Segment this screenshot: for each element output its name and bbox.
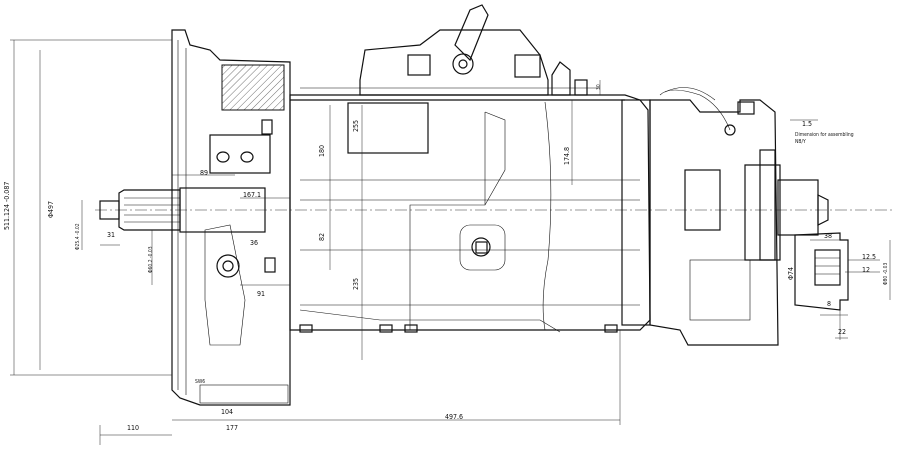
dim-82: 82 bbox=[318, 233, 326, 241]
dim-22: 22 bbox=[838, 328, 846, 336]
dim-235: 235 bbox=[352, 278, 360, 290]
dim-104: 104 bbox=[221, 408, 233, 416]
dim-8: 8 bbox=[827, 300, 831, 308]
rear-housing bbox=[649, 87, 781, 346]
dim-36: 36 bbox=[250, 239, 258, 247]
dim-30: 30 bbox=[596, 84, 602, 90]
dim-shaft-diameter: Φ25.4 -0.02 bbox=[75, 223, 81, 250]
dim-38: 38 bbox=[824, 232, 832, 240]
dim-1-5: 1.5 bbox=[802, 120, 812, 128]
dim-167: 167.1 bbox=[243, 191, 261, 199]
dim-overall-height: 511.124 -0.087 bbox=[3, 182, 11, 230]
dim-174: 174.8 bbox=[563, 147, 571, 165]
dim-pilot-diameter: Φ60.2 -0.03 bbox=[148, 246, 154, 273]
dim-31: 31 bbox=[107, 231, 115, 239]
pto-flange bbox=[777, 179, 849, 311]
assembly-note-2: NB/Y bbox=[795, 139, 806, 145]
dim-74: Φ74 bbox=[787, 267, 795, 280]
dim-255: 255 bbox=[352, 120, 360, 132]
shift-tower bbox=[300, 4, 600, 96]
dim-sw6: SW6 bbox=[195, 379, 205, 385]
dim-177: 177 bbox=[226, 424, 238, 432]
dim-bell-diameter: Φ497 bbox=[47, 201, 55, 218]
dim-flange-diameter: Φ80 -0.03 bbox=[883, 263, 889, 285]
dim-12: 12 bbox=[862, 266, 870, 274]
dim-12-5: 12.5 bbox=[862, 253, 876, 261]
dimension-labels: 511.124 -0.087 Φ497 89 167.1 Φ25.4 -0.02… bbox=[3, 84, 889, 432]
input-shaft bbox=[99, 187, 266, 233]
dim-89: 89 bbox=[200, 169, 208, 177]
dim-180: 180 bbox=[318, 145, 326, 157]
main-gearbox-case bbox=[289, 94, 651, 333]
assembly-note: Dimension for assembling bbox=[795, 132, 854, 138]
dimension-lines bbox=[10, 39, 891, 445]
dim-110: 110 bbox=[127, 424, 139, 432]
dim-91: 91 bbox=[257, 290, 265, 298]
dim-497-6: 497.6 bbox=[445, 413, 463, 421]
clutch-bell-housing bbox=[171, 29, 291, 406]
